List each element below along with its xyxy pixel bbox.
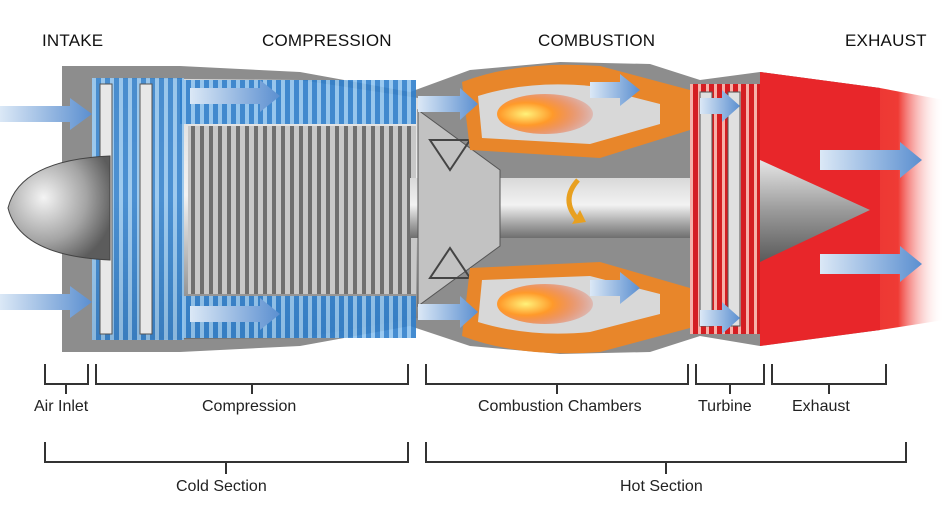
flame-bottom <box>497 284 593 324</box>
bracket-air-inlet <box>44 364 89 385</box>
flame-top <box>497 94 593 134</box>
stage-label-combustion: COMBUSTION <box>538 31 656 50</box>
airflow-arrow <box>590 74 640 106</box>
bracket-exhaust <box>771 364 887 385</box>
airflow-arrow <box>418 88 478 120</box>
bracket-turbine <box>695 364 765 385</box>
airflow-arrow <box>700 302 740 334</box>
part-label-exhaust: Exhaust <box>792 398 850 415</box>
spinner-cone <box>7 155 111 261</box>
airflow-arrow <box>700 90 740 122</box>
part-brackets <box>44 364 887 385</box>
airflow-arrow <box>0 98 92 130</box>
airflow-arrow <box>190 298 280 330</box>
part-label-compression: Compression <box>202 398 297 415</box>
section-brackets <box>44 442 907 463</box>
section-label-cold: Cold Section <box>176 478 267 495</box>
tail-cone <box>760 160 870 262</box>
airflow-arrow <box>820 246 922 282</box>
stage-label-compression: COMPRESSION <box>262 31 392 50</box>
bracket-hot-section <box>425 442 907 463</box>
airflow-arrows <box>0 74 922 334</box>
airflow-arrow <box>190 80 280 112</box>
section-label-hot: Hot Section <box>620 478 703 495</box>
part-label-air-inlet: Air Inlet <box>34 398 89 415</box>
stage-label-exhaust: EXHAUST <box>845 31 927 50</box>
compressor-blades-core <box>188 126 416 294</box>
airflow-arrow <box>590 272 640 304</box>
airflow-arrow <box>418 296 478 328</box>
airflow-arrow <box>820 142 922 178</box>
rotation-arrow <box>566 178 580 222</box>
part-label-turbine: Turbine <box>698 398 752 415</box>
bracket-combustion-chambers <box>425 364 689 385</box>
bracket-compression <box>95 364 409 385</box>
airflow-arrow <box>0 286 92 318</box>
stage-label-intake: INTAKE <box>42 31 104 50</box>
bracket-cold-section <box>44 442 409 463</box>
part-label-combustion-chambers: Combustion Chambers <box>478 398 642 415</box>
